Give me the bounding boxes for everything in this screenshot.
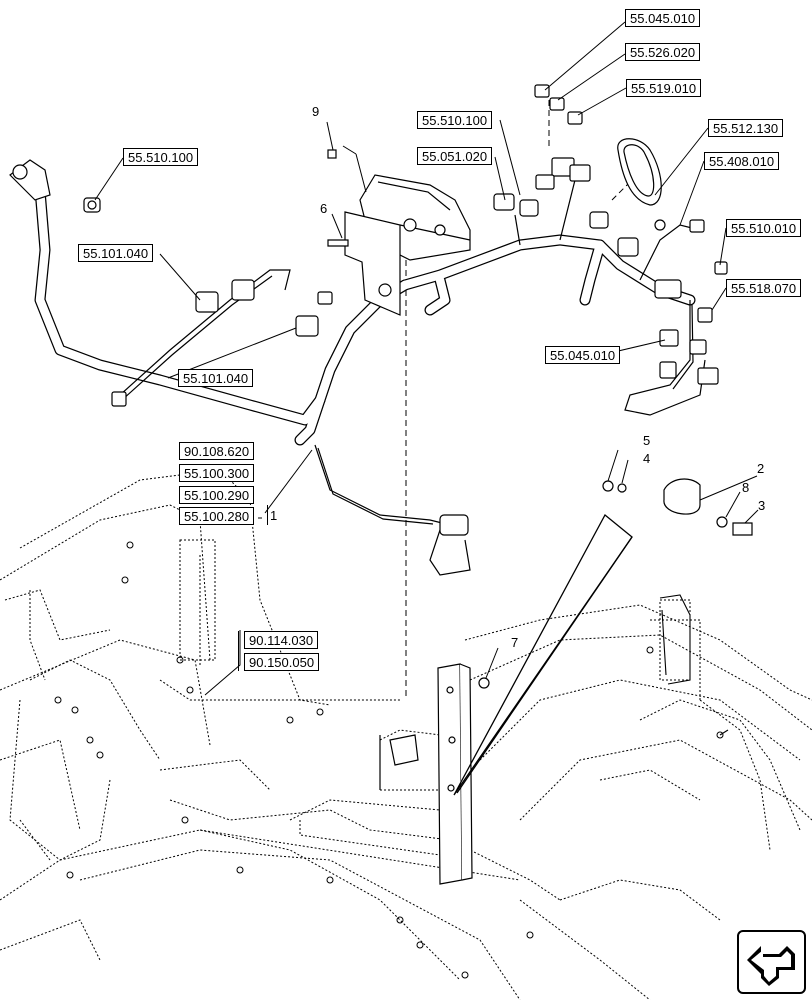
ref-90-150-050[interactable]: 90.150.050 — [244, 653, 320, 671]
callout-2: 2 — [757, 461, 765, 476]
ref-55-518-070[interactable]: 55.518.070 — [726, 279, 802, 297]
callout-7: 7 — [511, 635, 519, 650]
ref-55-101-040-top[interactable]: 55.101.040 — [78, 244, 154, 262]
ref-55-100-280[interactable]: 55.100.280 — [179, 507, 255, 525]
ref-55-100-290[interactable]: 55.100.290 — [179, 486, 255, 504]
ref-group-bracket — [261, 505, 268, 525]
ref-group-bracket-2 — [238, 631, 244, 671]
ref-55-510-100-mid[interactable]: 55.510.100 — [417, 111, 493, 129]
navigation-button[interactable] — [737, 930, 806, 994]
connectors — [9, 84, 753, 689]
callout-6: 6 — [320, 201, 328, 216]
callout-1: 1 — [270, 508, 278, 523]
rivet-dots — [54, 541, 724, 979]
ref-90-108-620[interactable]: 90.108.620 — [179, 442, 255, 460]
fender-bracket — [659, 594, 729, 736]
cab-structure — [0, 469, 812, 1000]
ref-55-519-010[interactable]: 55.519.010 — [626, 79, 702, 97]
ref-55-051-020[interactable]: 55.051.020 — [417, 147, 493, 165]
ref-55-408-010[interactable]: 55.408.010 — [704, 152, 780, 170]
ref-55-510-100-left[interactable]: 55.510.100 — [123, 148, 199, 166]
callout-9: 9 — [312, 104, 320, 119]
ref-55-526-020[interactable]: 55.526.020 — [625, 43, 701, 61]
ref-55-100-300[interactable]: 55.100.300 — [179, 464, 255, 482]
ref-55-045-010-mid[interactable]: 55.045.010 — [545, 346, 621, 364]
callout-4: 4 — [643, 451, 651, 466]
ref-55-045-010-top[interactable]: 55.045.010 — [625, 9, 701, 27]
ref-90-114-030[interactable]: 90.114.030 — [244, 631, 319, 649]
bracket-leader — [453, 513, 633, 796]
callout-3: 3 — [758, 498, 766, 513]
callout-8: 8 — [742, 480, 750, 495]
ref-55-512-130[interactable]: 55.512.130 — [708, 119, 784, 137]
ref-55-510-010[interactable]: 55.510.010 — [726, 219, 802, 237]
callout-5: 5 — [643, 433, 651, 448]
mounting-bracket — [379, 663, 473, 885]
navigation-arrow-icon — [747, 946, 795, 986]
ref-55-101-040-bottom[interactable]: 55.101.040 — [178, 369, 254, 387]
